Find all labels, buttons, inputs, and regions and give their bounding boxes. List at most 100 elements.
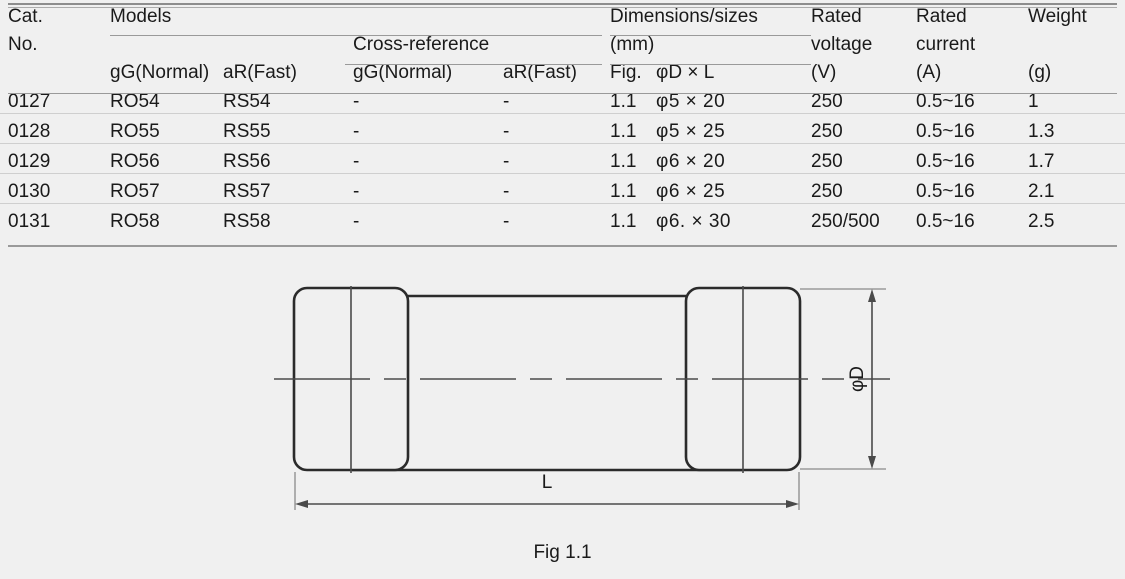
table-top-rule-secondary [8, 7, 1117, 8]
header-fig: Fig. [610, 62, 642, 83]
cell-size: φ6. × 30 [656, 211, 731, 232]
diameter-arrow-up [868, 289, 876, 302]
models-group-rule [110, 35, 602, 36]
header-models-group: Models [110, 6, 172, 27]
cell-current: 0.5~16 [908, 84, 1021, 114]
cell-fig: 1.1 [602, 173, 648, 204]
cell-models-gg: RO57 [102, 173, 215, 204]
cell-xref-ar: - [495, 143, 602, 174]
cell-current: 0.5~16 [908, 143, 1021, 174]
cell-models-ar: RS55 [215, 113, 345, 144]
cell-voltage: 250 [803, 173, 909, 204]
header-row-top: Cat. Models Dimensions/sizes Rated Rated… [0, 0, 1125, 28]
header-dimensions-unit: (mm) [610, 34, 655, 55]
cell-xref-gg: - [345, 84, 495, 114]
header-models-ar: aR(Fast) [223, 62, 297, 83]
cell-xref-ar: - [495, 113, 602, 144]
cell-models-gg: RO54 [102, 84, 215, 114]
table-row: 0129 RO56 RS56 - - 1.1 φ6 × 20 250 0.5~1… [0, 143, 1125, 174]
length-arrow-right [786, 500, 799, 508]
header-rated-voltage-line1: Rated [811, 6, 862, 27]
header-diameter-length: φD × L [656, 62, 715, 83]
header-rated-voltage-line2: voltage [811, 34, 873, 55]
subheader-rule [8, 93, 1117, 94]
spec-table-container: Cat. Models Dimensions/sizes Rated Rated… [0, 0, 1125, 247]
header-rated-current-line1: Rated [916, 6, 967, 27]
cell-weight: 1 [1020, 84, 1125, 114]
cell-models-ar: RS56 [215, 143, 345, 174]
header-cat-no-line1: Cat. [8, 6, 43, 27]
fuse-diagram: φD L Fig 1.1 [0, 258, 1125, 579]
cell-cat-no: 0130 [0, 173, 102, 204]
cell-current: 0.5~16 [908, 113, 1021, 144]
header-weight-unit: (g) [1028, 62, 1052, 83]
fuse-body-outline [352, 294, 742, 472]
header-dimensions-group: Dimensions/sizes [610, 6, 758, 27]
cell-models-gg: RO55 [102, 113, 215, 144]
specification-table: Cat. Models Dimensions/sizes Rated Rated… [0, 0, 1125, 233]
header-row-bottom: gG(Normal) aR(Fast) gG(Normal) aR(Fast) … [0, 56, 1125, 84]
cell-size: φ5 × 20 [648, 84, 804, 114]
cell-fig: 1.1 [602, 113, 648, 144]
cell-cat-no: 0131 [8, 211, 51, 232]
cell-weight: 1.3 [1020, 113, 1125, 144]
cell-voltage: 250 [803, 84, 909, 114]
table-row: 0130 RO57 RS57 - - 1.1 φ6 × 25 250 0.5~1… [0, 173, 1125, 204]
table-top-rule [8, 3, 1117, 5]
cell-models-ar: RS58 [223, 211, 271, 232]
header-rated-current-line2: current [916, 34, 976, 55]
dimensions-group-rule [610, 35, 811, 36]
cell-models-ar: RS57 [215, 173, 345, 204]
cell-xref-ar: - [495, 84, 602, 114]
cell-cat-no: 0127 [0, 84, 102, 114]
cell-size: φ5 × 25 [648, 113, 804, 144]
header-weight-spacer [1020, 28, 1125, 56]
header-models-gg: gG(Normal) [110, 62, 210, 83]
cross-reference-group-rule [345, 64, 602, 65]
cell-fig: 1.1 [602, 84, 648, 114]
cell-size: φ6 × 20 [648, 143, 804, 174]
length-arrow-left [295, 500, 308, 508]
table-bottom-rule [8, 245, 1117, 247]
cell-voltage: 250 [803, 113, 909, 144]
cell-models-gg: RO58 [110, 211, 160, 232]
header-xref-gg: gG(Normal) [353, 62, 453, 83]
cell-fig: 1.1 [610, 211, 637, 232]
header-cat-no-spacer [0, 56, 102, 84]
cell-cat-no: 0129 [0, 143, 102, 174]
header-weight: Weight [1028, 6, 1087, 27]
header-models-spacer [102, 28, 345, 56]
cell-weight: 2.5 [1028, 211, 1055, 232]
diameter-arrow-down [868, 456, 876, 469]
cell-xref-gg: - [345, 143, 495, 174]
header-cross-reference-group: Cross-reference [353, 34, 490, 55]
cell-current: 0.5~16 [916, 211, 975, 232]
cell-models-ar: RS54 [215, 84, 345, 114]
cell-xref-gg: - [353, 211, 360, 232]
cell-models-gg: RO56 [102, 143, 215, 174]
header-row-middle: No. Cross-reference (mm) voltage current [0, 28, 1125, 56]
header-xref-ar: aR(Fast) [503, 62, 577, 83]
table-row: 0128 RO55 RS55 - - 1.1 φ5 × 25 250 0.5~1… [0, 113, 1125, 144]
figure-caption: Fig 1.1 [533, 542, 592, 563]
cell-weight: 2.1 [1020, 173, 1125, 204]
length-label: L [542, 472, 553, 493]
cell-xref-gg: - [345, 113, 495, 144]
cell-fig: 1.1 [602, 143, 648, 174]
cell-size: φ6 × 25 [648, 173, 804, 204]
cell-xref-ar: - [495, 173, 602, 204]
cell-cat-no: 0128 [0, 113, 102, 144]
cell-weight: 1.7 [1020, 143, 1125, 174]
table-row: 0131 RO58 RS58 - - 1.1 φ6. × 30 250/500 … [0, 204, 1125, 234]
header-cat-no-line2: No. [8, 34, 38, 55]
cell-xref-ar: - [503, 211, 510, 232]
header-current-unit: (A) [916, 62, 942, 83]
header-voltage-unit: (V) [811, 62, 837, 83]
mm-group-rule [610, 64, 811, 65]
cell-xref-gg: - [345, 173, 495, 204]
diameter-label: φD [847, 366, 868, 392]
cell-voltage: 250 [803, 143, 909, 174]
table-row: 0127 RO54 RS54 - - 1.1 φ5 × 20 250 0.5~1… [0, 84, 1125, 114]
fuse-drawing-svg: φD L [274, 286, 890, 510]
cell-voltage: 250/500 [811, 211, 880, 232]
